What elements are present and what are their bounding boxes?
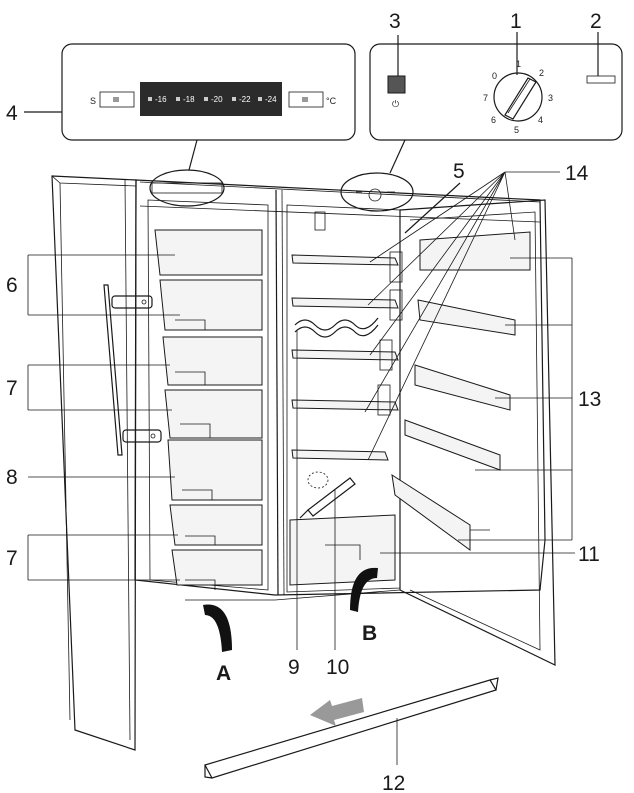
wine-rack — [294, 317, 379, 331]
freezer-control-panel: S -16 -18 -20 -22 -24 °C — [61, 43, 356, 141]
callout-3: 3 — [389, 10, 401, 33]
door-bin — [419, 231, 531, 271]
callout-13: 13 — [578, 388, 601, 411]
main-switch — [387, 75, 406, 94]
fridge-control-panel: ⏻ 0 1 2 3 4 5 6 7 — [369, 43, 623, 141]
callout-1: 1 — [510, 10, 522, 33]
svg-text:0: 0 — [492, 71, 497, 81]
slide-direction-arrow — [310, 698, 364, 726]
callout-14: 14 — [565, 162, 589, 185]
temp-label: -24 — [265, 95, 277, 104]
s-label: S — [90, 96, 96, 106]
crisper-drawer — [289, 514, 396, 586]
arrow-b-label: B — [362, 622, 377, 645]
temp-button — [288, 91, 324, 108]
dial-marks: 0 1 2 3 4 5 6 7 — [483, 59, 553, 135]
callout-8: 8 — [6, 466, 18, 489]
arrow-a-label: A — [216, 662, 231, 685]
door-bin — [391, 473, 471, 551]
door-bin — [417, 299, 516, 336]
callout-6: 6 — [6, 274, 18, 297]
callout-4: 4 — [6, 102, 18, 125]
thermometer — [299, 477, 356, 519]
temp-label: -22 — [239, 95, 251, 104]
callout-9: 9 — [288, 656, 300, 679]
door-handle — [103, 284, 162, 456]
callout-7: 7 — [6, 547, 18, 570]
svg-text:3: 3 — [548, 93, 553, 103]
power-symbol-icon: ⏻ — [392, 99, 399, 109]
s-button-light — [113, 97, 119, 102]
temp-indicators: -16 -18 -20 -22 -24 — [148, 95, 277, 104]
unit-label: °C — [326, 96, 337, 106]
arrow-a — [203, 604, 232, 652]
fridge-shelves — [289, 211, 403, 586]
svg-text:2: 2 — [539, 68, 544, 78]
callout-11: 11 — [578, 543, 600, 566]
callout-5: 5 — [453, 160, 465, 183]
leader-lines — [24, 32, 599, 765]
door-bin — [414, 364, 511, 411]
ventilation-grille — [204, 677, 499, 779]
door-bin — [404, 419, 501, 471]
freezer-panel-zoom — [149, 169, 225, 207]
svg-text:7: 7 — [483, 93, 488, 103]
thermostat-dial — [493, 72, 543, 122]
fridge-door — [391, 199, 556, 666]
freezer-door — [51, 175, 162, 751]
dial-knob — [504, 77, 537, 120]
freezer-drawers — [154, 229, 263, 590]
callout-labels: 1 2 3 4 5 6 7 8 7 9 10 11 12 13 14 — [6, 10, 602, 793]
callout-12: 12 — [382, 772, 405, 793]
s-button — [99, 91, 135, 108]
callout-2: 2 — [590, 10, 602, 33]
svg-text:4: 4 — [538, 115, 543, 125]
svg-text:1: 1 — [516, 59, 521, 69]
interior-light — [586, 75, 616, 84]
callout-7: 7 — [6, 377, 18, 400]
svg-text:5: 5 — [514, 125, 519, 135]
temp-label: -16 — [155, 95, 167, 104]
arrow-b — [350, 567, 378, 612]
temp-label: -20 — [211, 95, 223, 104]
svg-text:6: 6 — [491, 115, 496, 125]
callout-10: 10 — [326, 656, 349, 679]
temp-label: -18 — [183, 95, 195, 104]
